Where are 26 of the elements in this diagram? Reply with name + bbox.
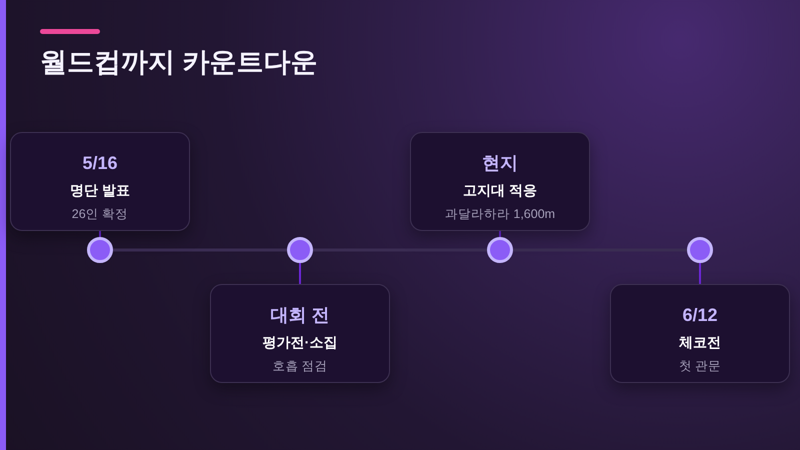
event-detail: 호흡 점검 [272, 358, 328, 375]
event-date: 6/12 [682, 304, 718, 327]
event-title: 체코전 [679, 333, 721, 352]
timeline-line [113, 248, 287, 252]
event-date: 대회 전 [270, 304, 330, 327]
connector-line [699, 263, 701, 284]
timeline-dot [287, 237, 313, 263]
event-detail: 첫 관문 [678, 358, 722, 375]
event-detail: 26인 확정 [72, 206, 128, 223]
timeline-dot [87, 237, 113, 263]
event-detail: 과달라하라 1,600m [444, 206, 556, 223]
event-date: 현지 [482, 152, 518, 175]
connector-line [499, 231, 501, 237]
event-card [10, 132, 190, 231]
connector-line [299, 263, 301, 284]
slide-title: 월드컵까지 카운트다운 [40, 46, 318, 79]
timeline-dot [487, 237, 513, 263]
event-card [410, 132, 590, 231]
event-date: 5/16 [82, 152, 118, 175]
event-card [610, 284, 790, 383]
event-title: 명단 발표 [70, 181, 130, 200]
timeline-dot [687, 237, 713, 263]
connector-line [99, 231, 101, 237]
event-title: 고지대 적응 [463, 181, 537, 200]
event-title: 평가전·소집 [262, 333, 338, 352]
event-card [210, 284, 390, 383]
